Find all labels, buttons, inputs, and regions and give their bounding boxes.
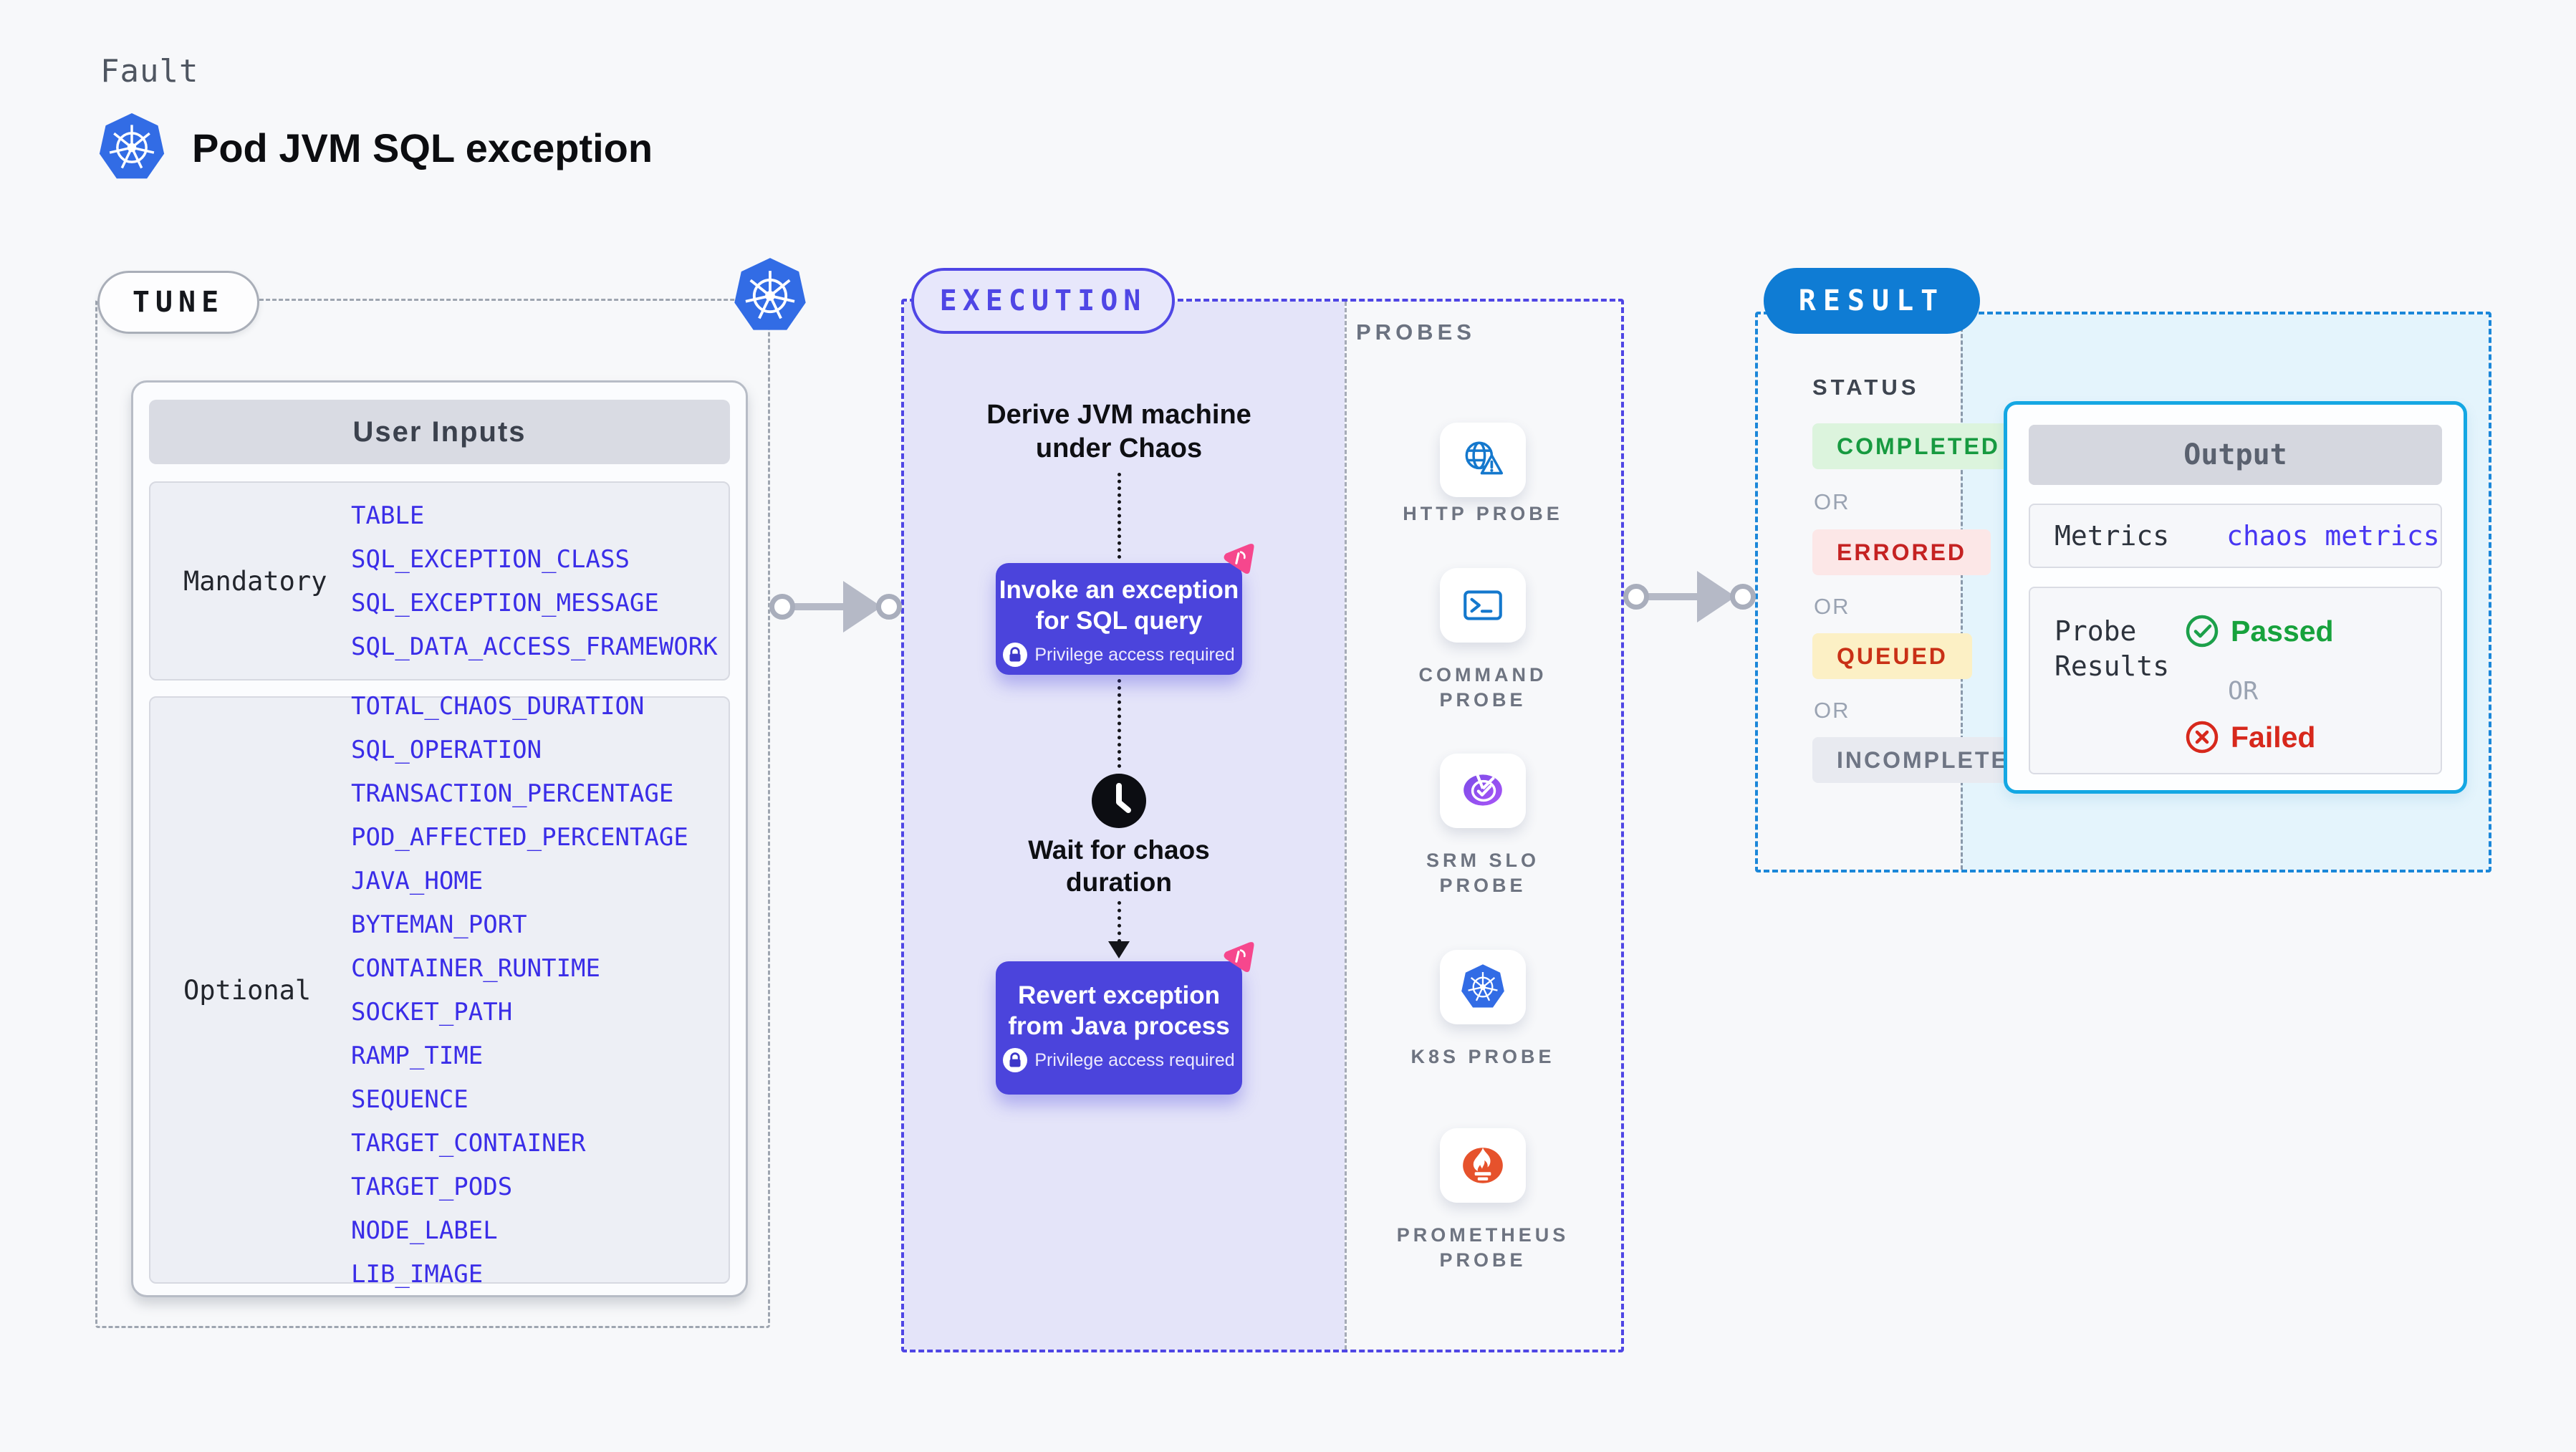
terminal-icon bbox=[1459, 582, 1506, 629]
probes-title: PROBES bbox=[1356, 319, 1476, 345]
result-section: STATUS COMPLETED OR ERRORED OR QUEUED OR… bbox=[1755, 312, 2491, 872]
http-probe-label: HTTP PROBE bbox=[1403, 503, 1563, 524]
result-pill: RESULT bbox=[1764, 268, 1980, 334]
mandatory-label: Mandatory bbox=[183, 565, 327, 597]
param-link[interactable]: CONTAINER_RUNTIME bbox=[351, 953, 600, 983]
output-title: Output bbox=[2029, 425, 2442, 485]
execution-probes-divider bbox=[1345, 302, 1347, 1350]
privilege-note: Privilege access required bbox=[996, 1048, 1242, 1072]
clock-icon bbox=[1092, 774, 1146, 828]
kubernetes-icon bbox=[1459, 963, 1506, 1011]
litmus-chaos-icon bbox=[1221, 540, 1258, 577]
revert-exception-step: Revert exception from Java process Privi… bbox=[996, 961, 1242, 1095]
prometheus-probe-card bbox=[1440, 1128, 1526, 1203]
probe-results-row: Probe Results Passed OR Failed bbox=[2029, 587, 2442, 774]
param-link[interactable]: TRANSACTION_PERCENTAGE bbox=[351, 779, 674, 808]
page-title: Pod JVM SQL exception bbox=[192, 125, 653, 170]
param-link[interactable]: SOCKET_PATH bbox=[351, 997, 513, 1027]
litmus-chaos-icon bbox=[1221, 938, 1258, 976]
mandatory-items: TABLE SQL_EXCEPTION_CLASS SQL_EXCEPTION_… bbox=[351, 501, 718, 661]
x-circle-icon bbox=[2185, 720, 2219, 754]
param-link[interactable]: TARGET_CONTAINER bbox=[351, 1128, 586, 1158]
param-link[interactable]: RAMP_TIME bbox=[351, 1041, 484, 1070]
step-connector bbox=[1118, 473, 1121, 559]
param-link[interactable]: TABLE bbox=[351, 501, 425, 530]
metrics-label: Metrics bbox=[2054, 520, 2170, 552]
status-badge-completed: COMPLETED bbox=[1812, 423, 2024, 469]
lock-icon bbox=[1003, 643, 1027, 667]
invoke-exception-step: Invoke an exception for SQL query Privil… bbox=[996, 563, 1242, 675]
param-link[interactable]: TARGET_PODS bbox=[351, 1172, 513, 1201]
k8s-probe-label: K8S PROBE bbox=[1410, 1046, 1555, 1067]
param-link[interactable]: SEQUENCE bbox=[351, 1085, 468, 1114]
probe-results-label: Probe Results bbox=[2054, 615, 2170, 682]
user-inputs-card: User Inputs Mandatory TABLE SQL_EXCEPTIO… bbox=[131, 380, 748, 1297]
chaos-metrics-link[interactable]: chaos metrics bbox=[2226, 520, 2440, 552]
param-link[interactable]: JAVA_HOME bbox=[351, 866, 484, 895]
tune-section bbox=[95, 299, 770, 1328]
check-circle-icon bbox=[2185, 614, 2219, 648]
prometheus-icon bbox=[1459, 1142, 1506, 1189]
slo-gauge-icon bbox=[1459, 767, 1506, 814]
param-link[interactable]: TOTAL_CHAOS_DURATION bbox=[351, 691, 645, 721]
globe-alert-icon bbox=[1459, 436, 1506, 484]
param-link[interactable]: SQL_EXCEPTION_CLASS bbox=[351, 544, 630, 574]
tune-pill: TUNE bbox=[97, 271, 259, 334]
page-header: Pod JVM SQL exception bbox=[97, 112, 653, 183]
privilege-note: Privilege access required bbox=[996, 643, 1242, 667]
kubernetes-icon bbox=[97, 112, 166, 183]
optional-label: Optional bbox=[183, 974, 312, 1006]
or-separator: OR bbox=[1814, 698, 1850, 723]
step-connector bbox=[1118, 901, 1121, 943]
optional-group: Optional TOTAL_CHAOS_DURATION SQL_OPERAT… bbox=[149, 692, 730, 1289]
execution-pill: EXECUTION bbox=[911, 268, 1175, 334]
status-title: STATUS bbox=[1812, 375, 1920, 400]
optional-items: TOTAL_CHAOS_DURATION SQL_OPERATION TRANS… bbox=[351, 692, 688, 1289]
or-separator: OR bbox=[2228, 677, 2259, 706]
param-link[interactable]: BYTEMAN_PORT bbox=[351, 910, 527, 939]
derive-step: Derive JVM machine under Chaos bbox=[986, 400, 1251, 463]
param-link[interactable]: POD_AFFECTED_PERCENTAGE bbox=[351, 822, 688, 852]
http-probe-card bbox=[1440, 423, 1526, 497]
status-output-divider bbox=[1961, 314, 1963, 870]
flow-arrow-execution-to-result bbox=[1623, 571, 1756, 622]
mandatory-group: Mandatory TABLE SQL_EXCEPTION_CLASS SQL_… bbox=[149, 481, 730, 681]
user-inputs-title: User Inputs bbox=[149, 400, 730, 464]
kubernetes-icon bbox=[732, 256, 808, 335]
probe-result-passed: Passed bbox=[2185, 614, 2334, 648]
wait-step: Wait for chaos duration bbox=[1028, 835, 1210, 897]
param-link[interactable]: SQL_EXCEPTION_MESSAGE bbox=[351, 588, 659, 617]
k8s-probe-card bbox=[1440, 950, 1526, 1024]
flow-arrow-tune-to-execution bbox=[769, 581, 902, 633]
srm-slo-probe-card bbox=[1440, 754, 1526, 828]
fault-kicker: Fault bbox=[100, 53, 199, 90]
param-link[interactable]: SQL_DATA_ACCESS_FRAMEWORK bbox=[351, 632, 718, 661]
command-probe-card bbox=[1440, 568, 1526, 643]
step-connector bbox=[1118, 679, 1121, 768]
lock-icon bbox=[1003, 1048, 1027, 1072]
or-separator: OR bbox=[1814, 594, 1850, 619]
or-separator: OR bbox=[1814, 489, 1850, 514]
status-badge-errored: ERRORED bbox=[1812, 529, 1991, 575]
probe-result-failed: Failed bbox=[2185, 720, 2315, 754]
param-link[interactable]: NODE_LABEL bbox=[351, 1216, 498, 1245]
metrics-row: Metrics chaos metrics bbox=[2029, 504, 2442, 568]
status-badge-queued: QUEUED bbox=[1812, 633, 1972, 679]
param-link[interactable]: SQL_OPERATION bbox=[351, 735, 542, 764]
param-link[interactable]: LIB_IMAGE bbox=[351, 1259, 484, 1289]
step-connector-arrowhead bbox=[1108, 941, 1130, 958]
output-card: Output Metrics chaos metrics Probe Resul… bbox=[2004, 401, 2467, 794]
